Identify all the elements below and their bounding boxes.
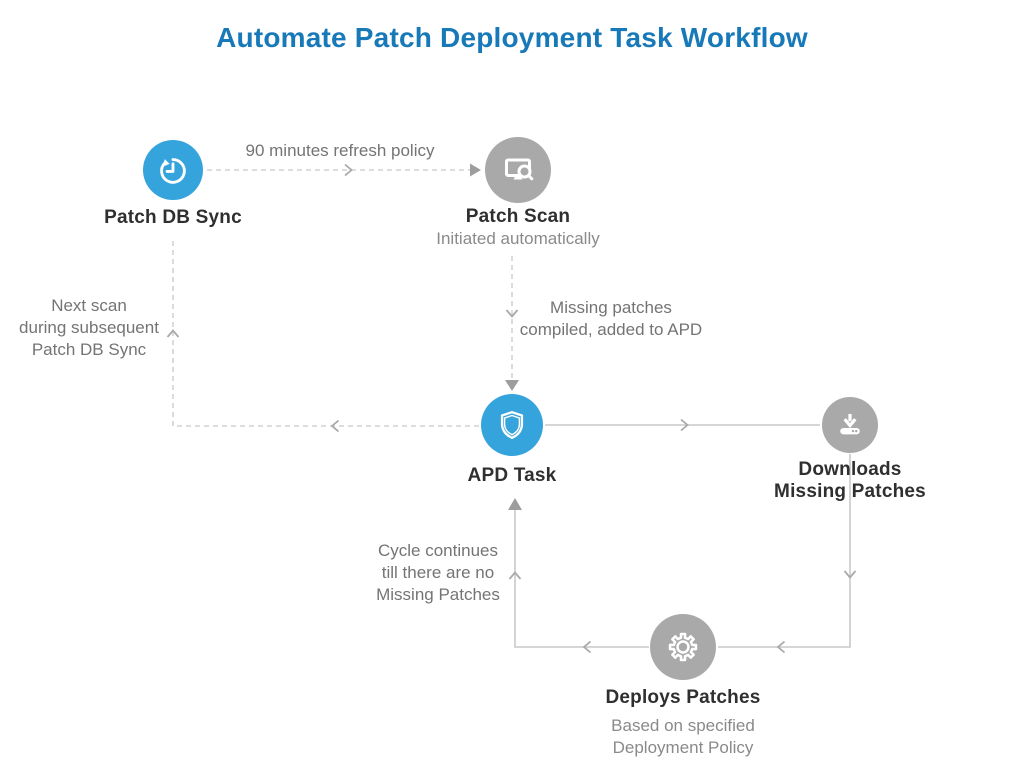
patch-db-sync-node [143,140,203,200]
label-line: Based on specified [611,716,755,735]
label-line: Downloads [798,459,902,480]
shield-icon [500,411,524,439]
label-line: Next scan [51,296,127,315]
label-line: Deployment Policy [612,738,754,757]
edge-sync-to-scan [207,163,481,177]
download-icon [840,413,860,435]
edge-apd-to-sync-return [166,241,479,433]
edge-scan-to-apd [505,256,519,391]
deploys-patches-subtitle: Based on specified Deployment Policy [611,715,755,759]
patch-scan-label: Patch Scan [465,206,571,227]
monitor-search-icon [505,158,534,181]
gear-icon [668,632,698,662]
deploys-patches-node [650,614,716,680]
scan-to-apd-edge-label: Missing patches compiled, added to APD [520,297,702,341]
deploys-patches-label: Deploys Patches [605,687,761,708]
label-line: during subsequent [19,318,159,337]
return-edge-label: Next scan during subsequent Patch DB Syn… [19,295,159,361]
downloads-label: Downloads Missing Patches [774,459,926,503]
history-sync-icon [160,158,186,184]
label-line: Cycle continues [377,541,498,560]
label-line: Missing Patches [376,585,500,604]
cycle-edge-label: Cycle continues till there are no Missin… [376,540,500,606]
patch-scan-node [485,137,551,203]
label-line: compiled, added to APD [519,320,703,339]
edge-downloads-to-deploys [718,454,857,654]
patch-db-sync-label: Patch DB Sync [104,207,242,228]
label-line: Missing patches [550,298,672,317]
patch-scan-subtitle: Initiated automatically [436,229,600,248]
apd-task-node [481,394,543,456]
label-line: Patch DB Sync [31,340,147,359]
downloads-node [822,397,878,453]
page-title: Automate Patch Deployment Task Workflow [216,22,808,53]
label-line: till there are no [381,563,495,582]
edge-apd-to-downloads [545,418,820,432]
label-line: Missing Patches [774,481,926,502]
apd-task-label: APD Task [467,465,557,486]
sync-to-scan-edge-label: 90 minutes refresh policy [245,141,435,160]
edge-deploys-to-apd [508,498,649,654]
